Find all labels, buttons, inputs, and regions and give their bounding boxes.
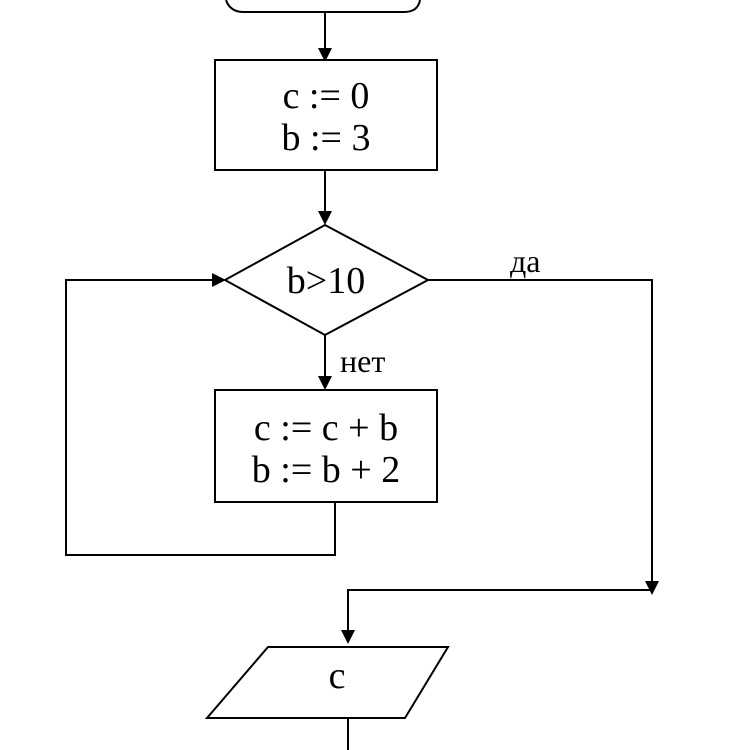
yes-branch-line	[428, 279, 653, 583]
arrowhead-loop-back	[212, 273, 226, 287]
arrowhead-loop-body	[318, 376, 332, 390]
arrowhead-condition	[318, 211, 332, 225]
arrowhead-init	[318, 48, 332, 62]
no-branch-label: нет	[340, 343, 385, 379]
arrowhead-output	[341, 630, 355, 644]
start-terminal	[225, 0, 421, 13]
loop-process-block	[214, 389, 438, 503]
loop-line-2: b := b + 2	[252, 449, 400, 491]
loop-back-line	[65, 279, 336, 556]
merge-line	[347, 589, 652, 632]
init-process-block	[214, 59, 438, 171]
init-line-1: c := 0	[283, 75, 370, 117]
output-parallelogram	[204, 646, 450, 719]
init-line-2: b := 3	[282, 117, 371, 159]
condition-text: b>10	[287, 260, 365, 302]
output-text: c	[329, 655, 346, 697]
loop-line-1: c := c + b	[254, 407, 398, 449]
yes-branch-label: да	[510, 243, 540, 279]
arrowhead-yes	[645, 581, 659, 595]
